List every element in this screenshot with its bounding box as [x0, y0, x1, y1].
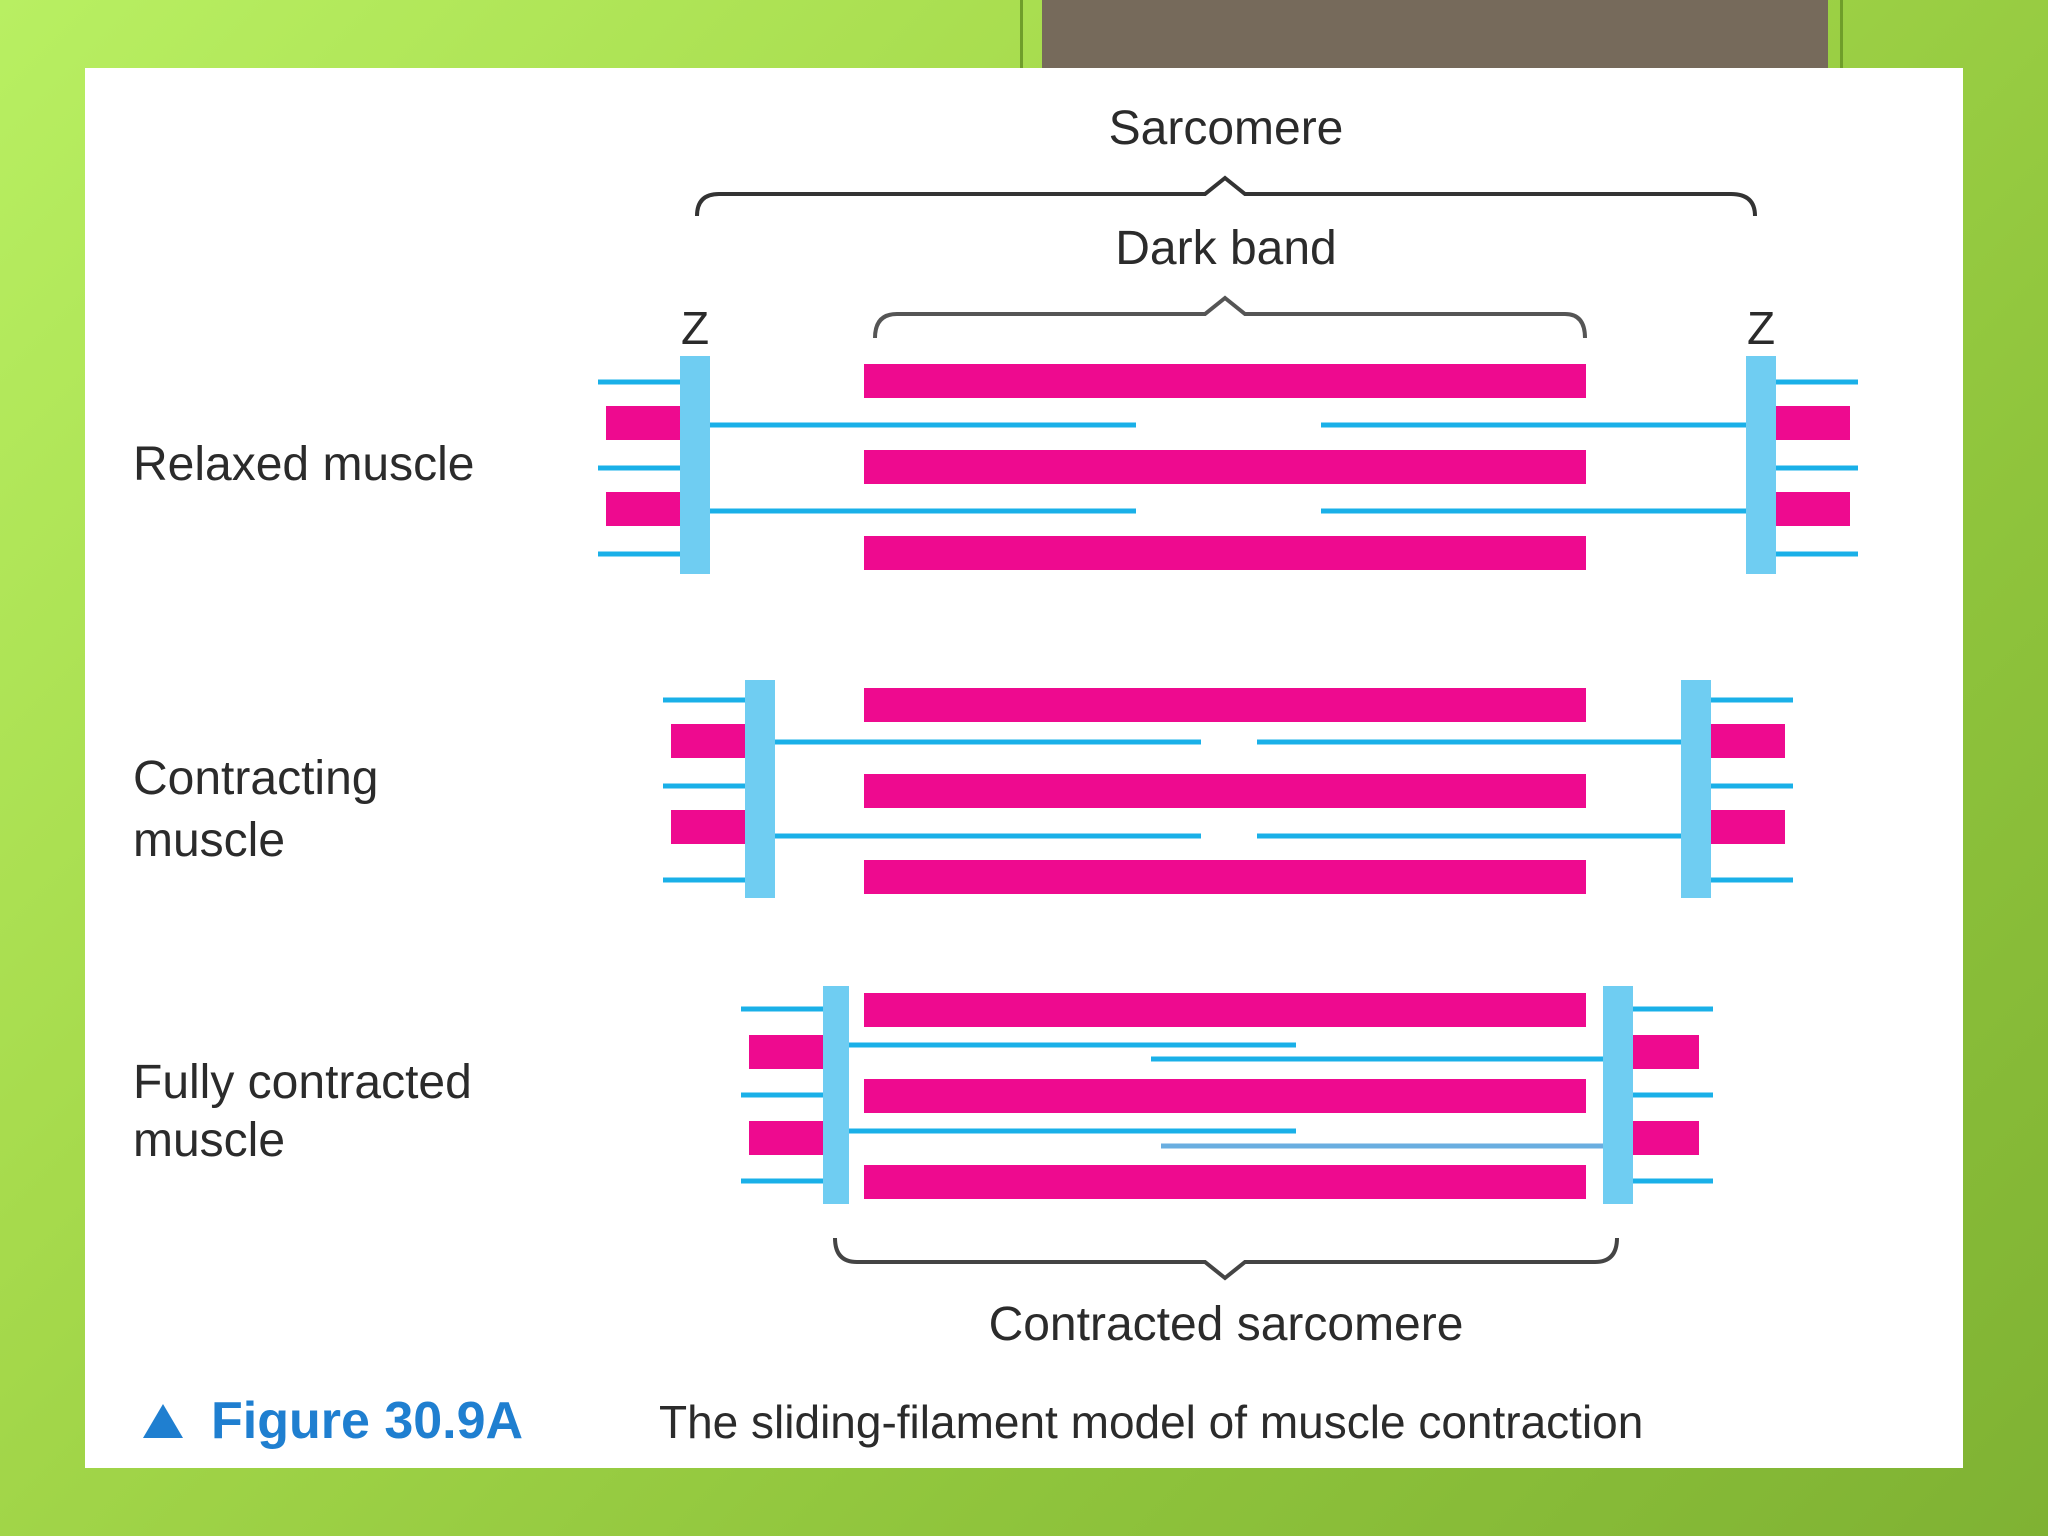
row-label-fully-contracted-line1: Fully contracted	[133, 1056, 472, 1109]
background-rule-right	[1840, 0, 1843, 68]
relaxed-sarcomere	[598, 356, 1858, 574]
thick-filament	[864, 1165, 1586, 1199]
contracted-sarcomere-label: Contracted sarcomere	[989, 1298, 1464, 1351]
z-line	[745, 680, 775, 898]
thick-filament	[1776, 492, 1850, 526]
z-line	[680, 356, 710, 574]
thick-filament	[606, 492, 680, 526]
thick-filament	[864, 450, 1586, 484]
thick-filament	[1711, 724, 1785, 758]
thick-filament	[864, 860, 1586, 894]
thick-filament	[1776, 406, 1850, 440]
thick-filament	[671, 724, 745, 758]
thick-filament	[749, 1121, 823, 1155]
triangle-up-icon	[143, 1404, 183, 1438]
contracting-sarcomere	[663, 680, 1793, 898]
thick-filament	[1711, 810, 1785, 844]
z-line-label-left: Z	[681, 302, 709, 354]
z-line	[1603, 986, 1633, 1204]
row-label-contracting-line2: muscle	[133, 814, 285, 867]
figure-card: Sarcomere Dark band Z Z Relaxed muscle C…	[85, 68, 1963, 1468]
dark-band-bracket	[873, 295, 1587, 339]
row-label-relaxed: Relaxed muscle	[133, 438, 474, 491]
thick-filament	[864, 364, 1586, 398]
sarcomere-label: Sarcomere	[1109, 102, 1344, 155]
figure-number: Figure 30.9A	[211, 1392, 523, 1450]
sarcomere-bracket	[695, 175, 1757, 217]
thick-filament	[864, 688, 1586, 722]
thick-filament	[864, 774, 1586, 808]
thick-filament	[671, 810, 745, 844]
thick-filament	[1633, 1121, 1699, 1155]
thick-filament	[606, 406, 680, 440]
title-placeholder-bar	[1042, 0, 1828, 68]
thick-filament	[1633, 1035, 1699, 1069]
thick-filament	[749, 1035, 823, 1069]
background-rule-left	[1020, 0, 1023, 68]
row-label-contracting-line1: Contracting	[133, 752, 378, 805]
thick-filament	[864, 536, 1586, 570]
contracted-sarcomere-bracket	[833, 1237, 1619, 1281]
fully-contracted-sarcomere	[741, 986, 1713, 1204]
sliding-filament-diagram: Sarcomere Dark band Z Z Relaxed muscle C…	[133, 102, 1858, 1450]
z-line	[823, 986, 849, 1204]
z-line	[1681, 680, 1711, 898]
thick-filament	[864, 993, 1586, 1027]
thick-filament	[864, 1079, 1586, 1113]
z-line	[1746, 356, 1776, 574]
row-label-fully-contracted-line2: muscle	[133, 1114, 285, 1167]
dark-band-label: Dark band	[1115, 222, 1336, 275]
z-line-label-right: Z	[1747, 302, 1775, 354]
figure-caption: The sliding-filament model of muscle con…	[659, 1396, 1643, 1448]
